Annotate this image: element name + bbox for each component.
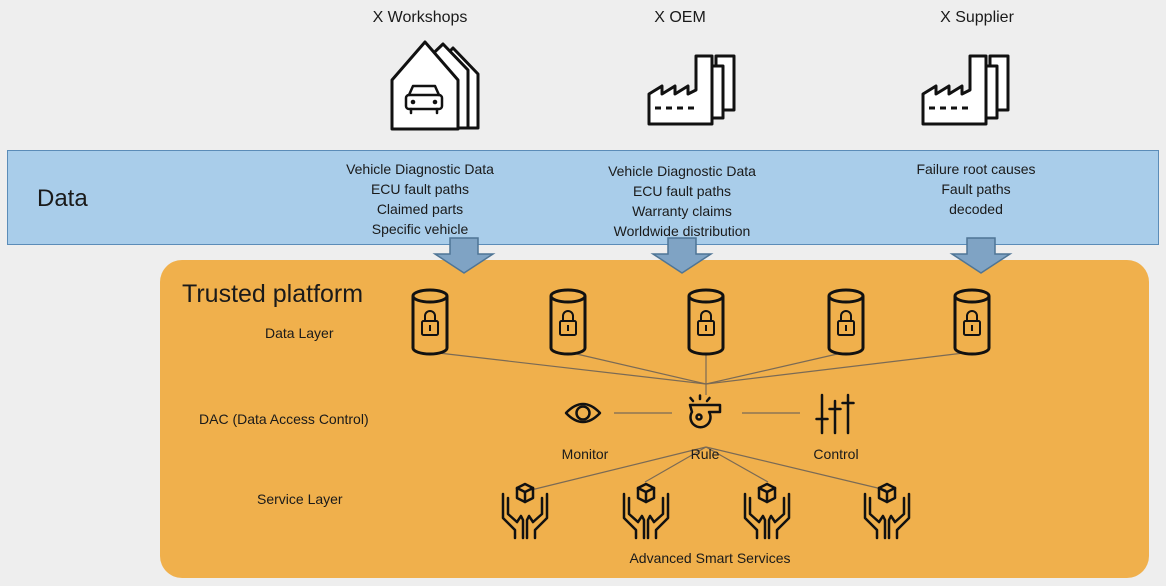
service-layer-label: Service Layer [257, 491, 343, 507]
source-title-oem: X OEM [654, 9, 706, 26]
data-column-supplier: Failure root causes Fault paths decoded [866, 159, 1086, 219]
data-column-workshops: Vehicle Diagnostic Data ECU fault paths … [310, 159, 530, 239]
service-hands-box-icon [622, 482, 670, 540]
data-column-oem: Vehicle Diagnostic Data ECU fault paths … [572, 161, 792, 241]
data-item: ECU fault paths [370, 181, 470, 197]
data-item: Worldwide distribution [613, 223, 751, 239]
data-item: Claimed parts [376, 201, 464, 217]
dac-layer-label: DAC (Data Access Control) [199, 411, 369, 427]
database-lock-icon [411, 288, 449, 356]
service-hands-box-icon [863, 482, 911, 540]
services-caption: Advanced Smart Services [629, 550, 791, 566]
source-title-workshops: X Workshops [372, 9, 468, 26]
data-item: Specific vehicle [371, 221, 469, 237]
sliders-icon [815, 393, 855, 435]
factory-icon-oem [647, 54, 736, 126]
database-lock-icon [549, 288, 587, 356]
eye-icon [564, 402, 602, 424]
dac-rule-label: Rule [690, 446, 720, 462]
data-item: Failure root causes [916, 161, 1036, 177]
data-layer-label: Data Layer [265, 325, 334, 341]
database-lock-icon [827, 288, 865, 356]
data-item: ECU fault paths [632, 183, 732, 199]
database-lock-icon [953, 288, 991, 356]
data-item: Fault paths [941, 181, 1011, 197]
data-item: decoded [949, 201, 1003, 217]
service-hands-box-icon [501, 482, 549, 540]
down-arrow-icon [650, 237, 714, 274]
data-band [7, 150, 1159, 245]
data-item: Vehicle Diagnostic Data [346, 161, 494, 177]
data-item: Warranty claims [632, 203, 732, 219]
platform-title: Trusted platform [182, 280, 364, 308]
service-hands-box-icon [743, 482, 791, 540]
data-item: Vehicle Diagnostic Data [608, 163, 756, 179]
factory-icon-supplier [921, 54, 1010, 126]
database-lock-icon [687, 288, 725, 356]
down-arrow-icon [432, 237, 496, 274]
source-title-supplier: X Supplier [940, 9, 1014, 26]
whistle-icon [688, 394, 722, 429]
dac-monitor-label: Monitor [561, 446, 609, 462]
down-arrow-icon [949, 237, 1013, 274]
dac-control-label: Control [813, 446, 859, 462]
workshop-house-car-icon [390, 40, 480, 131]
data-band-label: Data [37, 185, 88, 212]
